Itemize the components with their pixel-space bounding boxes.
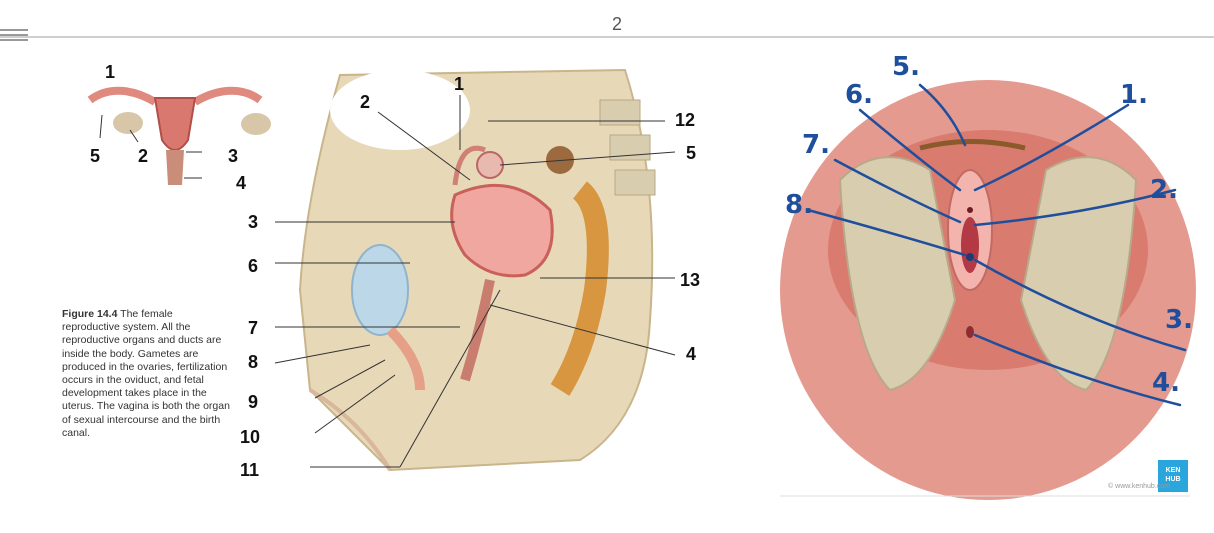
sagittal-section (298, 68, 656, 472)
image-credit: © www.kenhub.com (1108, 483, 1170, 490)
menu-icon[interactable] (0, 26, 28, 44)
main-label-4: 4 (686, 344, 697, 364)
anatomy-illustration (87, 68, 676, 472)
handwritten-label-7: 7. (802, 130, 830, 160)
inset-label-2: 2 (138, 146, 149, 166)
main-label-12: 12 (675, 110, 696, 130)
kenhub-logo: KEN HUB (1158, 460, 1188, 492)
main-label-1: 1 (454, 74, 465, 94)
main-label-10: 10 (240, 427, 261, 447)
caption-title: Figure 14.4 (62, 308, 118, 320)
inset-label-1: 1 (105, 62, 116, 82)
main-label-11: 11 (240, 460, 260, 480)
handwritten-label-6: 6. (845, 80, 873, 110)
main-label-8: 8 (248, 352, 259, 372)
inset-label-3: 3 (228, 146, 239, 166)
main-label-6: 6 (248, 256, 259, 276)
main-label-2: 2 (360, 92, 371, 112)
main-label-5: 5 (686, 143, 697, 163)
main-label-7: 7 (248, 318, 259, 338)
handwritten-label-2: 2. (1150, 175, 1178, 205)
handwritten-label-1: 1. (1120, 80, 1148, 110)
main-label-3: 3 (248, 212, 259, 232)
figure-caption: Figure 14.4 The female reproductive syst… (62, 308, 232, 440)
inset-label-4: 4 (236, 173, 247, 193)
inset-label-5: 5 (90, 146, 101, 166)
handwritten-label-5: 5. (892, 52, 920, 82)
caption-text: The female reproductive system. All the … (62, 308, 230, 439)
external-anatomy-illustration (780, 80, 1196, 500)
page-number: 2 (612, 14, 623, 34)
inset-uterus-illustration (87, 86, 271, 185)
main-label-9: 9 (248, 392, 259, 412)
handwritten-label-3: 3. (1165, 305, 1193, 335)
anatomy-figure-sagittal: 1 5 2 3 4 1 2 12 5 3 6 13 7 4 8 9 10 11 … (60, 60, 730, 490)
handwritten-label-8: 8. (785, 190, 813, 220)
handwritten-label-4: 4. (1152, 368, 1180, 398)
main-label-13: 13 (680, 270, 701, 290)
anatomy-figure-external: 5. 6. 1. 7. 2. 8. 3. 4. KEN HUB © www.ke… (780, 50, 1200, 500)
page-divider (0, 36, 1214, 38)
